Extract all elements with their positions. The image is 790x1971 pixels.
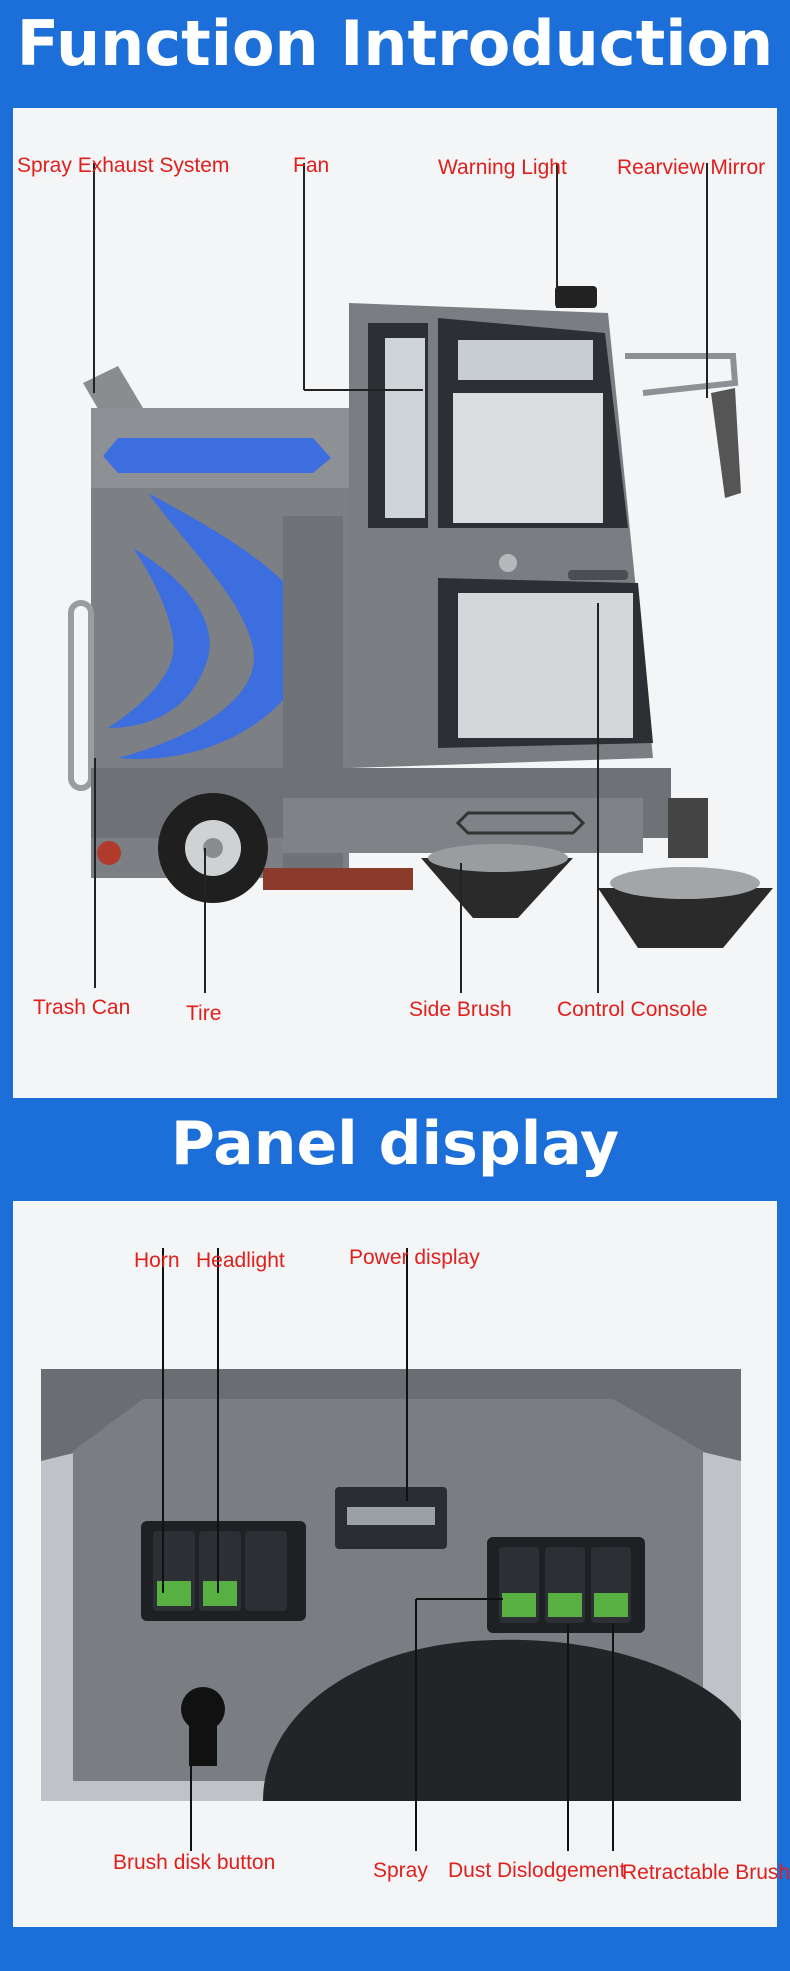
spray-switch-icon [502, 1593, 536, 1617]
leader-lines [93, 163, 708, 993]
label-warning-light: Warning Light [438, 156, 567, 179]
function-diagram-panel: Spray Exhaust System Fan Warning Light R… [13, 108, 777, 1098]
sweeper-illustration [68, 163, 773, 993]
label-headlight: Headlight [196, 1249, 285, 1272]
panel-leader-lines [162, 1248, 614, 1851]
headlight-switch-icon [203, 1581, 237, 1606]
label-tire: Tire [186, 1002, 222, 1025]
label-side-brush: Side Brush [409, 998, 512, 1021]
label-retractable-brush: Retractable Brush [622, 1861, 790, 1884]
side-brush-right [598, 888, 773, 948]
label-trash-can: Trash Can [33, 996, 131, 1019]
trash-can-wheel [97, 841, 121, 865]
function-intro-title: Function Introduction [16, 7, 774, 80]
accent-stripe [103, 438, 331, 473]
dust-switch-icon [548, 1593, 582, 1617]
steering-wheel [263, 1639, 741, 1801]
control-panel-photo [41, 1248, 741, 1851]
label-horn: Horn [134, 1249, 180, 1272]
retract-switch-icon [594, 1593, 628, 1617]
label-fan: Fan [293, 154, 330, 177]
rearview-mirror-part [711, 388, 741, 498]
label-rearview-mirror: Rearview Mirror [617, 156, 766, 179]
label-spray: Spray [373, 1859, 428, 1882]
panel-display-panel: Horn Headlight Power display Brush disk … [13, 1201, 790, 1927]
panel-display-title: Panel display [170, 1109, 620, 1179]
label-spray-exhaust-system: Spray Exhaust System [17, 154, 230, 177]
label-brush-disk-button: Brush disk button [113, 1851, 276, 1874]
label-control-console: Control Console [557, 998, 708, 1021]
side-brush-left [421, 858, 573, 918]
label-dust-dislodgement: Dust Dislodgement [448, 1859, 626, 1882]
label-power-display: Power display [349, 1246, 480, 1269]
warning-light-part [555, 286, 597, 308]
brush-disk-key-icon [181, 1687, 225, 1731]
